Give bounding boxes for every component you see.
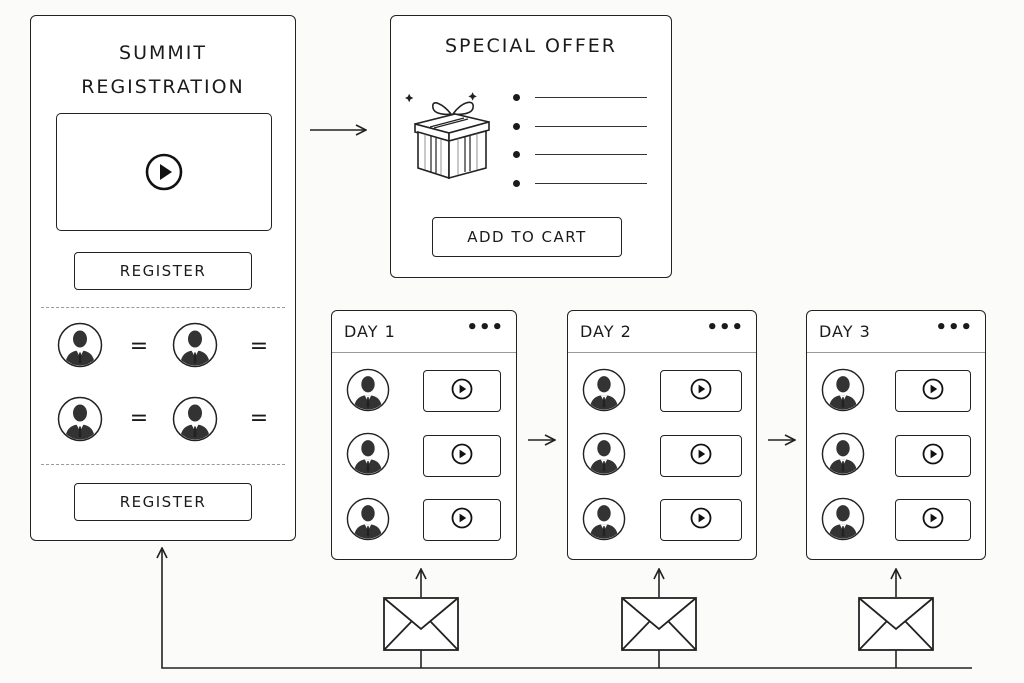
speaker-avatar <box>821 497 865 541</box>
divider-dashed <box>41 307 285 308</box>
session-video[interactable] <box>423 499 501 541</box>
speaker-avatar <box>172 322 218 368</box>
play-icon[interactable] <box>921 377 945 405</box>
session-video[interactable] <box>895 499 971 541</box>
session-video[interactable] <box>660 499 742 541</box>
register-button-top[interactable]: REGISTER <box>74 252 252 290</box>
offer-bullet-item <box>513 179 653 189</box>
day-2-page: DAY 2 ••• <box>567 310 757 560</box>
speaker-avatar <box>57 322 103 368</box>
session-video[interactable] <box>660 370 742 412</box>
equals-sign: = <box>129 334 149 359</box>
day-header: DAY 3 ••• <box>807 311 985 353</box>
gift-box-icon <box>403 86 503 184</box>
envelope-icon <box>858 597 934 651</box>
day-header: DAY 2 ••• <box>568 311 756 353</box>
speaker-avatar <box>346 368 390 412</box>
equals-sign: = <box>249 334 269 359</box>
speaker-avatar <box>346 497 390 541</box>
session-video[interactable] <box>895 370 971 412</box>
session-video[interactable] <box>423 370 501 412</box>
session-video[interactable] <box>660 435 742 477</box>
registration-page: SUMMIT REGISTRATION REGISTER = = = = REG… <box>30 15 296 541</box>
speaker-avatar <box>582 368 626 412</box>
envelope-icon <box>383 597 459 651</box>
divider-dashed <box>41 464 285 465</box>
play-icon[interactable] <box>144 152 184 192</box>
day-title: DAY 3 <box>819 322 871 341</box>
play-icon[interactable] <box>921 442 945 470</box>
offer-title: SPECIAL OFFER <box>444 35 618 57</box>
play-icon[interactable] <box>450 442 474 470</box>
day-1-page: DAY 1 ••• <box>331 310 517 560</box>
speaker-avatar <box>172 396 218 442</box>
add-to-cart-button[interactable]: ADD TO CART <box>432 217 622 257</box>
registration-title-line1: SUMMIT <box>119 42 207 64</box>
play-icon[interactable] <box>921 506 945 534</box>
more-horizontal-icon[interactable]: ••• <box>706 317 744 338</box>
more-horizontal-icon[interactable]: ••• <box>466 317 504 338</box>
day-3-page: DAY 3 ••• <box>806 310 986 560</box>
play-icon[interactable] <box>689 377 713 405</box>
session-video[interactable] <box>423 435 501 477</box>
registration-video[interactable] <box>56 113 272 231</box>
equals-sign: = <box>249 406 269 431</box>
speaker-avatar <box>821 432 865 476</box>
offer-bullet-item <box>513 122 653 132</box>
day-header: DAY 1 ••• <box>332 311 516 353</box>
play-icon[interactable] <box>689 442 713 470</box>
speaker-avatar <box>57 396 103 442</box>
more-horizontal-icon[interactable]: ••• <box>935 317 973 338</box>
envelope-icon <box>621 597 697 651</box>
register-button-bottom[interactable]: REGISTER <box>74 483 252 521</box>
offer-bullet-item <box>513 150 653 160</box>
arrow-loop-to-registration <box>162 548 972 669</box>
speaker-avatar <box>346 432 390 476</box>
offer-bullet-item <box>513 93 653 103</box>
special-offer-page: SPECIAL OFFER ADD TO CART <box>390 15 672 278</box>
speaker-avatar <box>821 368 865 412</box>
play-icon[interactable] <box>450 506 474 534</box>
day-title: DAY 1 <box>344 322 396 341</box>
play-icon[interactable] <box>450 377 474 405</box>
registration-title-line2: REGISTRATION <box>81 76 245 98</box>
play-icon[interactable] <box>689 506 713 534</box>
speaker-avatar <box>582 497 626 541</box>
session-video[interactable] <box>895 435 971 477</box>
equals-sign: = <box>129 406 149 431</box>
day-title: DAY 2 <box>580 322 632 341</box>
speaker-avatar <box>582 432 626 476</box>
